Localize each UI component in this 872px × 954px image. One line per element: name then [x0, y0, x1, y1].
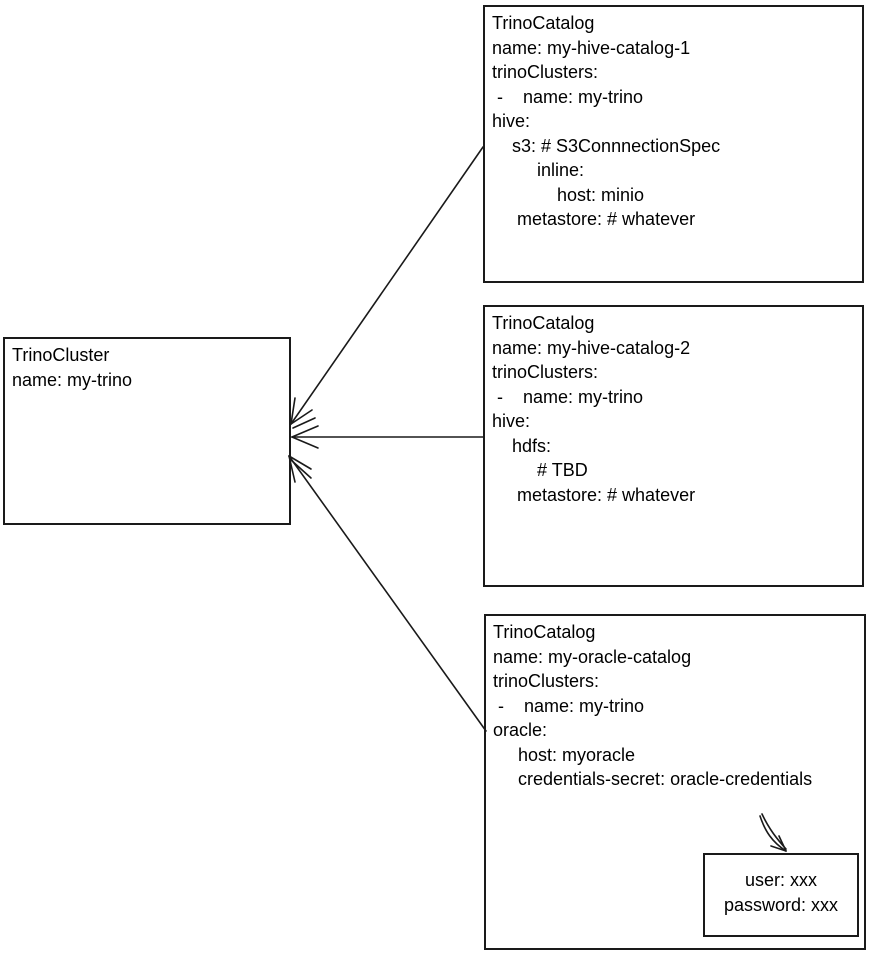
yaml-line: hive:: [492, 111, 531, 131]
oracle-credentials-secret-box: user: xxx password: xxx: [703, 853, 859, 937]
yaml-line: trinoClusters:: [492, 362, 599, 382]
trino-catalog-box-oracle: TrinoCatalog name: my-oracle-catalog trino…: [484, 614, 866, 950]
yaml-line: user: xxx: [744, 870, 818, 890]
yaml-line: - name: my-trino: [492, 86, 644, 107]
yaml-line: - name: my-trino: [492, 386, 644, 407]
yaml-line: credentials-secret: oracle-credentials: [493, 769, 813, 789]
yaml-line: TrinoCatalog: [493, 622, 596, 642]
arrowhead-barb: [291, 425, 319, 438]
yaml-line: hive:: [492, 411, 531, 431]
yaml-line: # TBD: [492, 460, 588, 480]
yaml-line: oracle:: [493, 720, 548, 740]
arrowhead-barb: [288, 455, 312, 470]
yaml-line: metastore: # whatever: [492, 209, 696, 229]
yaml-line: trinoClusters:: [493, 671, 600, 691]
arrowhead-barb: [290, 409, 313, 425]
trino-cluster-box: TrinoCluster name: my-trino: [3, 337, 291, 525]
yaml-line: password: xxx: [723, 894, 839, 915]
arrow-line: [288, 455, 487, 732]
arrow-catalog3-to-cluster: [288, 455, 487, 732]
arrowhead-sketch-stroke: [290, 459, 312, 479]
yaml-line: - name: my-trino: [493, 695, 645, 716]
yaml-line: host: myoracle: [493, 744, 636, 765]
arrow-catalog2-to-cluster: [291, 425, 484, 449]
yaml-line: name: my-trino: [12, 369, 133, 390]
arrow-line: [290, 146, 484, 425]
yaml-line: host: minio: [492, 184, 645, 205]
yaml-line: metastore: # whatever: [492, 484, 696, 505]
yaml-line: name: my-hive-catalog-1: [492, 37, 691, 58]
arrowhead-sketch-stroke: [292, 417, 316, 429]
arrowhead-barb: [291, 436, 319, 449]
yaml-line: inline:: [492, 160, 585, 180]
trino-catalog-box-hive-1: TrinoCatalog name: my-hive-catalog-1 trino…: [483, 5, 864, 283]
yaml-line: name: my-oracle-catalog: [493, 646, 692, 667]
arrow-catalog1-to-cluster: [290, 146, 484, 429]
yaml-line: s3: # S3ConnnectionSpec: [492, 135, 721, 156]
arrowhead-barb: [290, 397, 296, 425]
yaml-line: trinoClusters:: [492, 62, 599, 82]
yaml-line: TrinoCluster: [12, 345, 110, 365]
trino-catalog-box-hive-2: TrinoCatalog name: my-hive-catalog-2 trino…: [483, 305, 864, 587]
yaml-line: hdfs:: [492, 435, 552, 456]
yaml-line: name: my-hive-catalog-2: [492, 337, 691, 358]
yaml-line: TrinoCatalog: [492, 313, 595, 333]
yaml-line: TrinoCatalog: [492, 13, 595, 33]
